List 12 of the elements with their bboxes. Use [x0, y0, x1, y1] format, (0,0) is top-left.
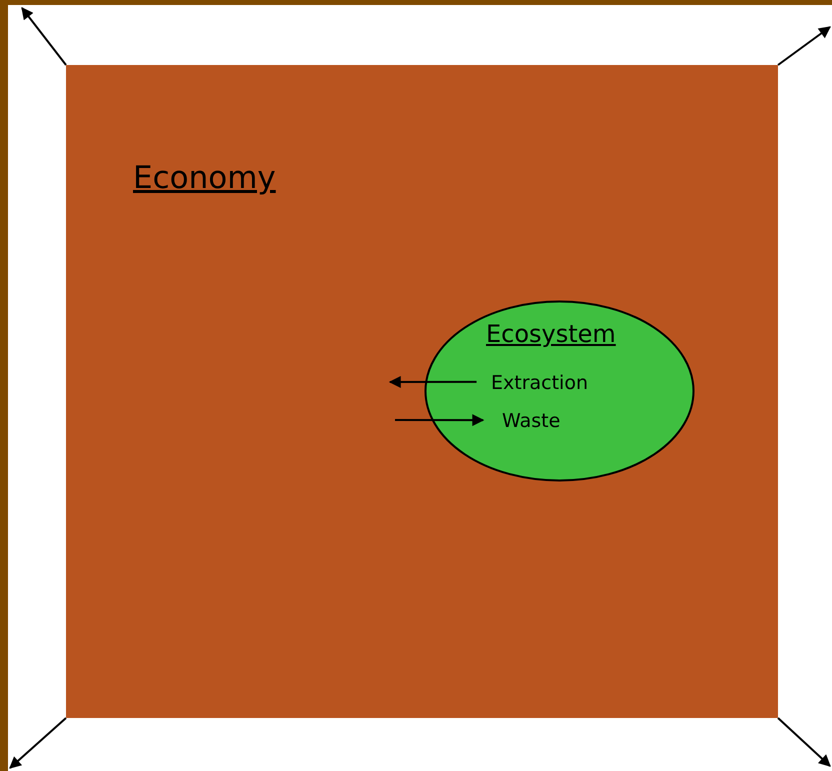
arrow [21, 7, 67, 66]
edge-label: Waste [502, 410, 560, 432]
arrow [388, 376, 477, 388]
arrow [777, 717, 831, 767]
ecosystem-ellipse [424, 300, 695, 482]
title-text: Economy [133, 160, 276, 196]
arrow [777, 26, 831, 66]
title-text: Ecosystem [486, 320, 616, 348]
edge-label: Extraction [491, 372, 588, 394]
arrow [395, 414, 484, 426]
arrow [9, 717, 67, 769]
economy-box [66, 65, 778, 718]
